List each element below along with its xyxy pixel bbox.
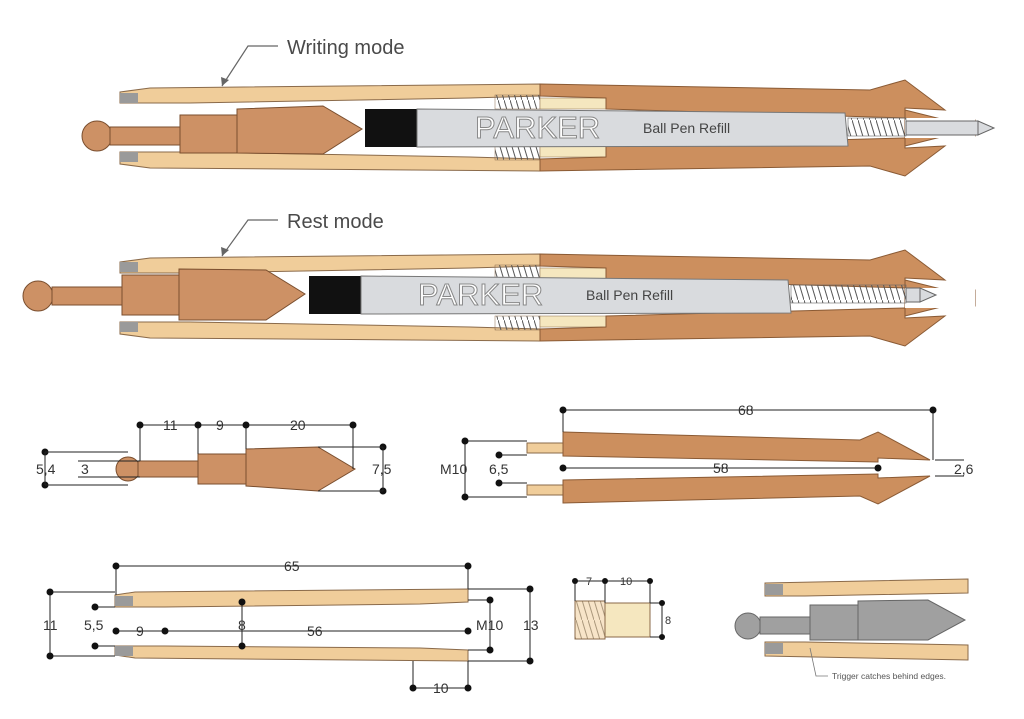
writing-mode-assembly: Writing mode PARKER Ball Pen Refill — [81, 37, 996, 177]
dim-plunger-rod-length: 11 — [163, 417, 178, 433]
dim-barrel-outer-dia: 11 — [43, 617, 58, 633]
refill-label-text: Ball Pen Refill — [643, 120, 730, 136]
refill-body — [416, 108, 849, 148]
dim-barrel-inner-length: 56 — [307, 623, 323, 639]
writing-mode-label: Writing mode — [287, 37, 404, 59]
refill-cap — [309, 276, 361, 314]
refill-cap — [365, 109, 417, 147]
dim-barrel-total-length: 65 — [284, 558, 300, 574]
threaded-insert-drawing — [572, 578, 665, 640]
dim-plunger-cone-length: 20 — [290, 417, 306, 433]
barrel-catch-top — [120, 93, 138, 103]
plunger-knob — [22, 280, 54, 312]
refill-tip — [905, 287, 921, 303]
refill-tip — [905, 120, 979, 136]
dim-insert-dia: 8 — [665, 615, 671, 627]
dim-barrel-thread-length: 10 — [433, 680, 449, 696]
dim-barrel-slot-dia: 5,5 — [84, 617, 104, 633]
dim-barrel-slot: 8 — [238, 617, 246, 633]
dim-plunger-cone-dia: 7,5 — [372, 461, 392, 477]
dim-plunger-knob-dia: 5,4 — [36, 461, 56, 477]
refill-brand-text: PARKER — [418, 277, 543, 312]
rest-mode-label: Rest mode — [287, 211, 384, 233]
insert-dimension-labels: 7 10 8 — [586, 576, 671, 627]
dim-barrel-max-dia: 13 — [523, 617, 539, 633]
dim-nose-tip-dia: 2,6 — [954, 461, 974, 477]
rest-mode-assembly: Rest mode PARKER Ball Pen Refill — [22, 211, 976, 347]
plunger-rod — [109, 126, 181, 146]
dim-nose-total-length: 68 — [738, 402, 754, 418]
barrel-lower-arm — [119, 321, 541, 342]
dim-barrel-thread: M10 — [476, 617, 503, 633]
dim-barrel-gap: 9 — [136, 623, 144, 639]
dim-insert-collar-length: 10 — [620, 576, 632, 588]
rest-mode-leader — [221, 219, 278, 257]
nose-dimension-labels: 68 58 M10 6,5 2,6 — [440, 402, 974, 477]
dim-insert-thread-length: 7 — [586, 576, 592, 588]
plunger-body — [179, 114, 238, 154]
dim-plunger-rod-dia: 3 — [81, 461, 89, 477]
plunger-cone — [236, 105, 363, 155]
refill-body — [360, 275, 792, 315]
barrel-lower-arm — [119, 151, 541, 172]
trigger-detail-drawing: Trigger catches behind edges. — [734, 578, 969, 681]
barrel-upper-arm — [119, 253, 541, 274]
dim-nose-bore-dia: 6,5 — [489, 461, 509, 477]
dim-nose-bore-length: 58 — [713, 460, 729, 476]
writing-mode-leader — [221, 45, 278, 87]
plunger-cone — [178, 268, 306, 321]
refill-brand-text: PARKER — [475, 110, 600, 145]
plunger-knob — [81, 120, 113, 152]
plunger-body — [121, 274, 180, 316]
nose-dimension-drawing — [461, 406, 964, 505]
refill-label-text: Ball Pen Refill — [586, 287, 673, 303]
barrel-upper-arm — [119, 83, 541, 104]
plunger-rod — [51, 286, 123, 306]
barrel-dimension-labels: 65 56 9 8 11 5,5 M10 13 10 — [43, 558, 539, 696]
barrel-catch-bottom — [120, 152, 138, 162]
barrel-dimension-drawing — [46, 562, 534, 692]
dim-plunger-body-length: 9 — [216, 417, 224, 433]
plunger-dimension-labels: 11 9 20 5,4 3 7,5 — [36, 417, 392, 477]
dim-nose-thread: M10 — [440, 461, 467, 477]
refill-spring — [847, 117, 907, 137]
plunger-dimension-drawing — [41, 421, 387, 495]
trigger-note: Trigger catches behind edges. — [832, 671, 946, 681]
refill-spring — [790, 284, 907, 304]
